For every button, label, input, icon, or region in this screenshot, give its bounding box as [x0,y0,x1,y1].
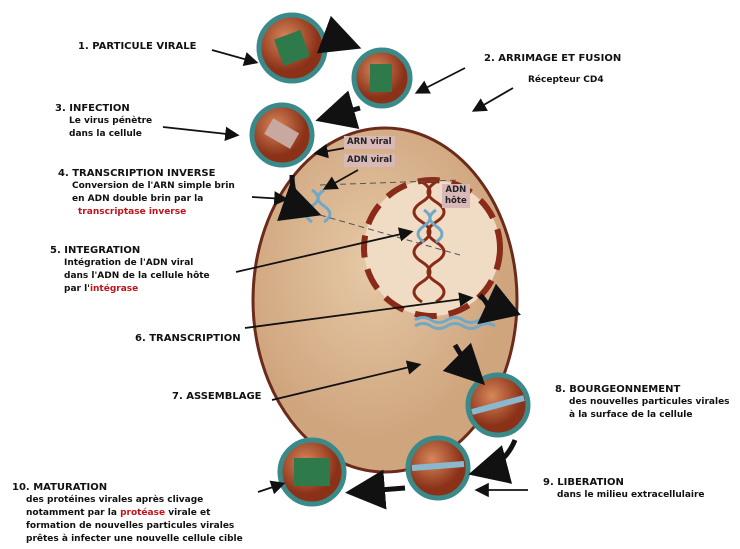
viral-dna-tag: ADN viral [344,154,396,167]
step-4-label: 4. TRANSCRIPTION INVERSE Conversion de l… [58,167,235,219]
virus-1 [256,12,328,84]
step-9-label: 9. LIBERATION dans le milieu extracellul… [543,476,705,502]
step-10-line: prêtes à infecter une nouvelle cellule c… [26,534,243,544]
step-3-line: dans la cellule [69,129,142,139]
step-8-title: 8. BOURGEONNEMENT [555,384,681,395]
step-10-label: 10. MATURATION des protéines virales apr… [12,481,243,546]
step-7-label: 7. ASSEMBLAGE [172,391,262,402]
cycle-arrows [277,15,521,510]
step-10-prefix: notamment par la [26,508,121,518]
step-8-label: 8. BOURGEONNEMENT des nouvelles particul… [555,383,730,422]
step-5-title: 5. INTEGRATION [50,245,141,256]
step-10-line: formation de nouvelles particules virale… [26,521,235,531]
step-5-label: 5. INTEGRATION Intégration de l'ADN vira… [50,244,210,296]
host-dna-tag: ADN hôte [442,184,470,208]
step-8-line: des nouvelles particules virales [569,397,730,407]
viral-rna-tag: ARN viral [344,136,395,149]
virus-10 [277,437,347,507]
step-3-line: Le virus pénètre [69,116,153,126]
step-5-prefix: par l' [64,284,90,294]
step-3-label: 3. INFECTION Le virus pénètre dans la ce… [55,102,152,141]
step-4-line: en ADN double brin par la [72,194,204,204]
step-9-line: dans le milieu extracellulaire [557,490,705,500]
virus-2 [351,47,413,109]
virus-3 [249,102,315,168]
nucleus [361,177,503,319]
protease-label: protéase [120,508,166,518]
virus-9 [405,435,471,501]
step-5-line: Intégration de l'ADN viral [64,258,194,268]
step-10-title: 10. MATURATION [12,482,108,493]
reverse-transcriptase-label: transcriptase inverse [78,207,187,217]
virus-8 [465,372,531,438]
step-3-title: 3. INFECTION [55,103,130,114]
step-6-label: 6. TRANSCRIPTION [135,333,241,344]
host-dna-tag-line: hôte [445,196,467,206]
step-10-line: des protéines virales après clivage [26,495,204,505]
step-4-line: Conversion de l'ARN simple brin [72,181,235,191]
cd4-receptor-label: Récepteur CD4 [528,75,604,85]
step-1-label: 1. PARTICULE VIRALE [78,41,197,52]
step-8-line: à la surface de la cellule [569,410,693,420]
step-5-line: dans l'ADN de la cellule hôte [64,271,210,281]
step-2-label: 2. ARRIMAGE ET FUSION [484,53,622,64]
viruses [249,12,531,507]
step-4-title: 4. TRANSCRIPTION INVERSE [58,168,216,179]
step-10-suffix: virale et [165,508,211,518]
step-9-title: 9. LIBERATION [543,477,624,488]
host-dna-tag-line: ADN [445,185,467,195]
pointer-arrows [162,49,528,498]
integrase-label: intégrase [89,284,139,294]
